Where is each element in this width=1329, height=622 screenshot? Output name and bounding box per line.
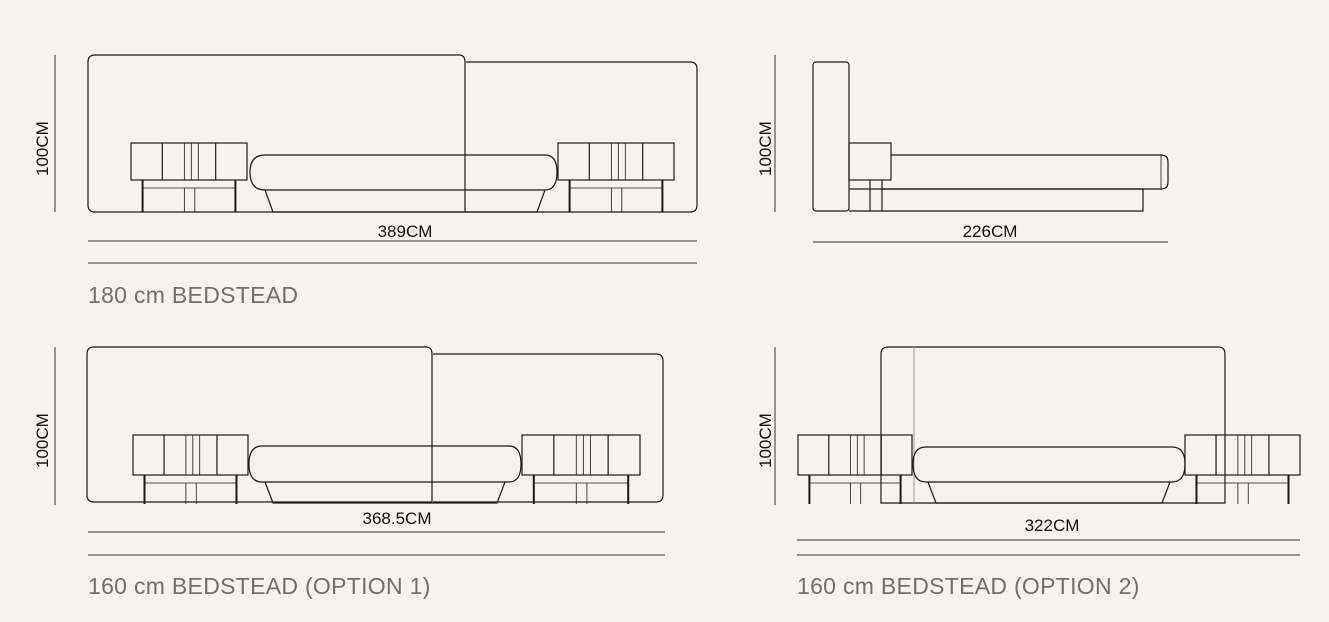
width-label: 322CM <box>1025 516 1080 535</box>
nightstand-part <box>1184 434 1301 476</box>
headboard-left <box>86 346 433 503</box>
caption: 160 cm BEDSTEAD (OPTION 2) <box>797 573 1140 599</box>
mattress-side <box>882 154 1169 190</box>
headboard-left <box>87 54 466 213</box>
panel-160-option1: 100CM 368.5CM 160 cm BEDSTEAD (OPTION 1) <box>33 346 665 599</box>
panel-180-front: 100CM 389CM 180 cm BEDSTEAD <box>33 54 698 308</box>
nightstand <box>521 434 641 504</box>
headboard-right <box>466 61 698 213</box>
nightstand-part <box>797 434 913 476</box>
nightstand <box>132 434 249 504</box>
nightstand-part <box>132 434 249 476</box>
nightstand <box>1184 434 1301 504</box>
headboard <box>880 346 1226 504</box>
height-label: 100CM <box>756 121 775 176</box>
nightstand-part <box>521 434 641 476</box>
height-label: 100CM <box>756 413 775 468</box>
width-label: 226CM <box>963 222 1018 241</box>
nightstand <box>557 142 675 212</box>
headboard-right <box>433 353 664 503</box>
height-label: 100CM <box>33 121 52 176</box>
width-label: 389CM <box>378 222 433 241</box>
caption: 160 cm BEDSTEAD (OPTION 1) <box>88 573 431 599</box>
nightstand-part <box>130 142 248 181</box>
nightstand <box>797 434 913 504</box>
headboard-side <box>812 61 850 212</box>
bed-base <box>927 481 1171 504</box>
bed-base-side <box>849 188 1144 212</box>
width-label: 368.5CM <box>363 509 432 528</box>
caption: 180 cm BEDSTEAD <box>88 282 298 308</box>
height-label: 100CM <box>33 413 52 468</box>
mattress <box>249 154 558 191</box>
bed-base <box>264 189 546 213</box>
nightstand-part <box>557 142 675 181</box>
mattress <box>912 446 1186 483</box>
nightstand <box>130 142 248 212</box>
nightstand-side <box>848 142 892 181</box>
mattress <box>248 445 522 483</box>
panel-side-view: 100CM 226CM <box>756 55 1169 243</box>
bed-base <box>264 481 506 504</box>
panel-160-option2: 100CM 322CM 160 cm BEDSTEAD (OPTION 2) <box>756 346 1301 599</box>
